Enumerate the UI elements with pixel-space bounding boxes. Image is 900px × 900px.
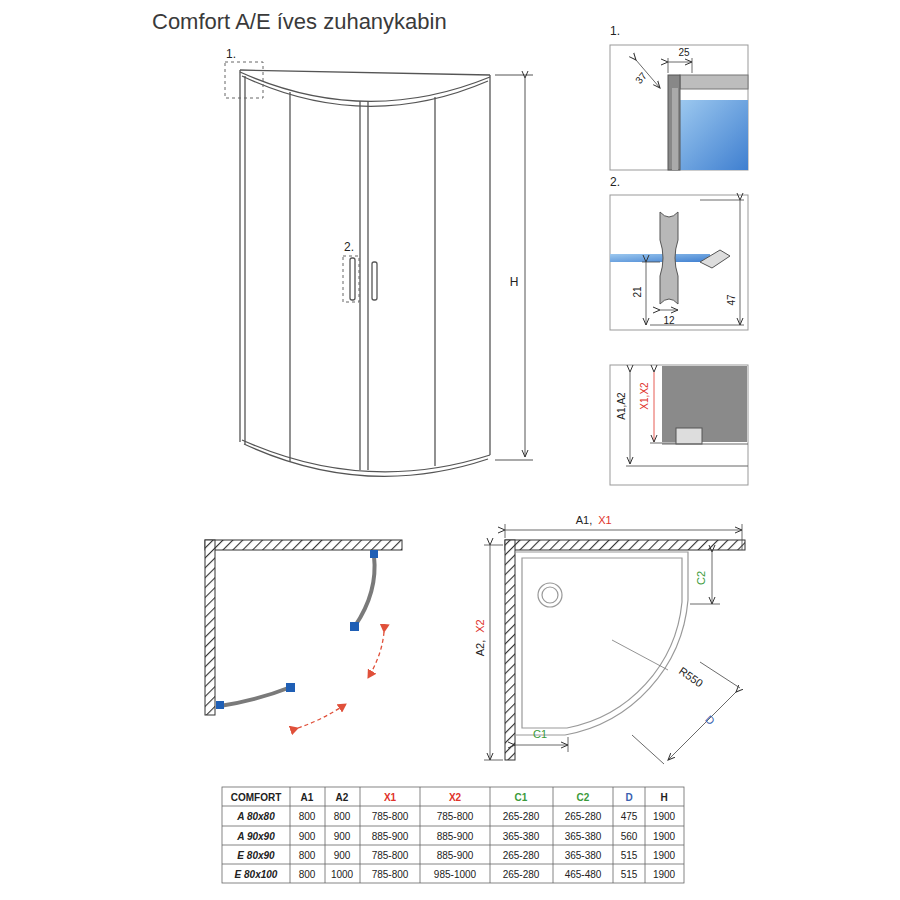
table-cell: 900 <box>334 830 351 841</box>
dimension: X2 <box>474 619 486 632</box>
table-cell: COMFORT <box>231 792 282 803</box>
dimension: D <box>703 713 717 727</box>
dimension: 25 <box>678 47 689 58</box>
table-cell: 1900 <box>653 868 675 879</box>
table-cell: 465-480 <box>565 868 602 879</box>
table-cell: 785-800 <box>372 849 409 860</box>
table-cell: A 80x80 <box>237 811 274 822</box>
table-cell: 885-900 <box>372 830 409 841</box>
dimension: A1, <box>576 514 593 526</box>
callout-number: 1. <box>610 25 620 38</box>
dimension: 21 <box>632 286 643 297</box>
dimension: R550 <box>677 665 705 690</box>
table-cell: 885-900 <box>437 849 474 860</box>
table-cell: D <box>625 792 632 803</box>
table-cell: 785-800 <box>372 811 409 822</box>
table-cell: 265-280 <box>565 811 602 822</box>
dimension: H <box>510 276 519 289</box>
table-cell: 1000 <box>331 868 353 879</box>
callout-number: 1. <box>226 48 236 61</box>
table-cell: 515 <box>621 868 638 879</box>
table-cell: 900 <box>299 830 316 841</box>
table-cell: 560 <box>621 830 638 841</box>
table-cell: A2 <box>336 792 349 803</box>
table-cell: 885-900 <box>437 830 474 841</box>
table-cell: E 80x100 <box>235 868 278 879</box>
table-cell: C1 <box>515 792 528 803</box>
table-cell: 800 <box>299 868 316 879</box>
table-cell: 900 <box>334 849 351 860</box>
table-cell: 365-380 <box>565 849 602 860</box>
table-cell: X2 <box>449 792 461 803</box>
callout-number: 2. <box>610 176 620 189</box>
table-cell: A1 <box>301 792 314 803</box>
table-cell: 785-800 <box>372 868 409 879</box>
table-cell: H <box>660 792 667 803</box>
dimension: A1,A2 <box>616 392 627 419</box>
table-cell: 265-280 <box>503 811 540 822</box>
table-cell: 1900 <box>653 811 675 822</box>
dimension: X1,X2 <box>639 382 650 409</box>
table-cell: 475 <box>621 811 638 822</box>
table-cell: 265-280 <box>503 849 540 860</box>
title: Comfort A/E íves zuhanykabin <box>152 9 447 35</box>
table-cell: 800 <box>299 811 316 822</box>
table-cell: 265-280 <box>503 868 540 879</box>
dimension: C2 <box>695 571 707 585</box>
dimension: C1 <box>533 728 547 740</box>
table-cell: E 80x90 <box>237 849 274 860</box>
table-cell: 365-380 <box>565 830 602 841</box>
table-cell: 1900 <box>653 830 675 841</box>
callout-number: 2. <box>344 241 354 254</box>
dimension: A2, <box>474 640 486 657</box>
table-cell: C2 <box>577 792 590 803</box>
table-cell: 1900 <box>653 849 675 860</box>
table-cell: 365-380 <box>503 830 540 841</box>
dimension: 12 <box>663 315 674 326</box>
table-cell: 785-800 <box>437 811 474 822</box>
table-cell: 515 <box>621 849 638 860</box>
table-cell: 985-1000 <box>434 868 476 879</box>
dimension: 47 <box>726 294 737 305</box>
table-cell: A 90x90 <box>237 830 274 841</box>
table-cell: 800 <box>334 811 351 822</box>
dimension: X1 <box>598 514 611 526</box>
table-cell: X1 <box>384 792 396 803</box>
table-cell: 800 <box>299 849 316 860</box>
